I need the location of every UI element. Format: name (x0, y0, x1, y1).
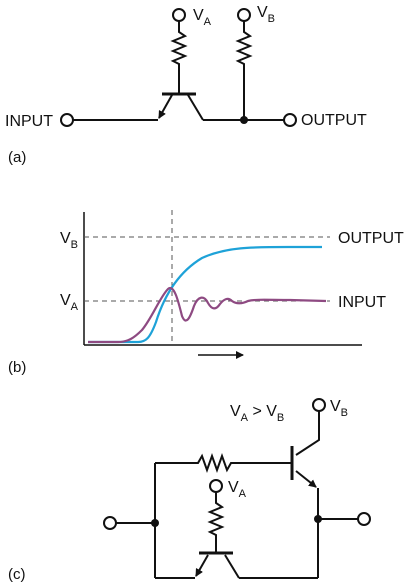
resistor-b (235, 21, 253, 120)
supply-a-label: V (193, 7, 204, 24)
svg-text:VB: VB (330, 398, 348, 419)
transistor-a-emitter (158, 94, 173, 119)
supply-a-subscript-c: A (239, 488, 247, 500)
input-terminal-c (103, 516, 117, 530)
input-label-a: INPUT (5, 113, 53, 130)
svg-text:VB: VB (257, 4, 275, 25)
transistor-c-lower-emitter (195, 554, 209, 577)
svg-text:VA: VA (193, 7, 212, 28)
caption-c: (c) (8, 566, 26, 583)
supply-b-label-c: V (330, 398, 341, 415)
transistor-a-collector (187, 94, 204, 121)
va-tick-subscript: A (71, 301, 79, 313)
supply-a-terminal (172, 8, 186, 22)
transistor-c-lower-collector (224, 554, 240, 579)
supply-a-label-c: V (228, 479, 239, 496)
supply-b-subscript-c: B (341, 407, 348, 419)
supply-a-terminal-c (209, 479, 223, 493)
transistor-c-upper-emitter (295, 470, 317, 488)
output-label-a: OUTPUT (301, 112, 367, 129)
supply-b-label: V (257, 4, 268, 21)
output-junction-a (240, 116, 248, 124)
caption-a: (a) (8, 149, 26, 166)
supply-b-terminal (237, 8, 251, 22)
supply-b-subscript: B (268, 13, 275, 25)
input-waveform (88, 286, 327, 344)
svg-text:VA: VA (228, 479, 247, 500)
output-series-label: OUTPUT (338, 230, 404, 247)
output-terminal-c (357, 512, 371, 526)
supply-a-subscript: A (204, 16, 212, 28)
circuit-a (60, 8, 297, 127)
input-series-label: INPUT (338, 294, 386, 311)
supply-b-terminal-c (312, 398, 326, 412)
svg-text:VB: VB (60, 230, 78, 251)
va-tick-label: V (60, 292, 71, 309)
caption-b: (b) (8, 359, 26, 376)
collector-wire-c (295, 411, 320, 456)
base-resistor-c (155, 453, 292, 473)
output-terminal-a (283, 113, 297, 127)
vb-tick-label: V (60, 230, 71, 247)
output-waveform (88, 245, 322, 344)
waveform-plot (83, 210, 362, 359)
svg-text:VA: VA (60, 292, 79, 313)
circuit-c (103, 398, 371, 579)
vb-tick-subscript: B (71, 239, 78, 251)
resistor-a (170, 21, 188, 93)
resistor-a-c (207, 492, 225, 552)
input-terminal-a (60, 113, 74, 127)
input-junction-c (151, 519, 159, 527)
condition-label: VA > VB (230, 403, 284, 424)
